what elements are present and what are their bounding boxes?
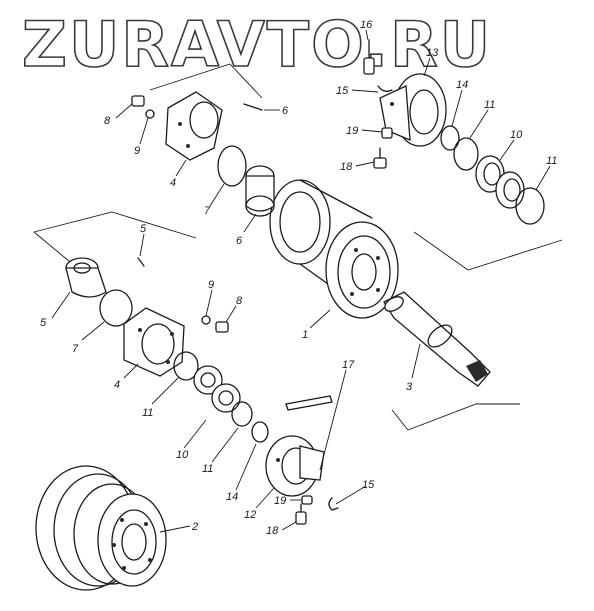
assembly-bracket-top-left [149, 63, 263, 99]
callout-16: 16 [360, 19, 373, 31]
callout-5: 5 [140, 223, 147, 235]
callout-7: 7 [72, 343, 79, 355]
leader-lines [51, 29, 551, 533]
part-8-bolt-top [131, 95, 145, 107]
callout-10: 10 [176, 449, 189, 461]
callout-17: 17 [342, 359, 355, 371]
part-2-roller [35, 465, 167, 591]
callout-4: 4 [170, 177, 176, 189]
callout-8: 8 [104, 115, 111, 127]
part-15-pin-bottom [328, 497, 339, 511]
part-12-collar [265, 435, 325, 497]
part-11-ring-top-a [453, 137, 479, 171]
callout-18: 18 [340, 161, 353, 173]
part-6-sleeve [245, 165, 275, 217]
part-11-ring-low-b [231, 401, 253, 427]
callout-4: 4 [114, 379, 120, 391]
callout-2: 2 [191, 521, 198, 533]
part-18-bolt-top [373, 147, 387, 169]
part-7-ring-left [99, 289, 133, 327]
callout-labels: 16 13 15 14 11 10 11 19 18 8 9 6 4 7 6 5… [40, 19, 557, 537]
callout-6: 6 [236, 235, 243, 247]
part-6-pin-top [243, 103, 263, 111]
assembly-bracket-bottom [391, 403, 520, 431]
callout-14: 14 [456, 79, 468, 91]
callout-1: 1 [302, 329, 308, 341]
part-14-ring-top [440, 125, 460, 151]
callout-5: 5 [40, 317, 47, 329]
part-17-plate [285, 395, 333, 411]
part-10-bearing-low [193, 365, 241, 413]
callout-6: 6 [282, 105, 289, 117]
callout-9: 9 [134, 145, 140, 157]
callout-11: 11 [546, 155, 557, 167]
part-7-ring-top [217, 145, 247, 187]
part-1-roller [269, 179, 399, 319]
part-4-housing-top [165, 91, 223, 161]
part-5-sleeve [65, 257, 107, 298]
callout-9: 9 [208, 279, 214, 291]
callout-10: 10 [510, 129, 523, 141]
assembly-bracket-right [413, 231, 563, 271]
part-5-pin [137, 257, 145, 267]
part-9-washer-left [201, 315, 211, 325]
part-9-washer-top [145, 109, 155, 119]
callout-7: 7 [204, 205, 211, 217]
callout-3: 3 [406, 381, 413, 393]
part-4-housing-left [123, 307, 185, 377]
part-8-bolt-left [215, 321, 229, 333]
callout-12: 12 [244, 509, 256, 521]
part-19-washer-bottom [301, 495, 313, 505]
callout-13: 13 [426, 47, 439, 59]
watermark-logo: ZURAVTO.RU [22, 7, 492, 80]
callout-18: 18 [266, 525, 279, 537]
callout-8: 8 [236, 295, 243, 307]
part-14-ring-low [251, 421, 269, 443]
part-3-shaft [383, 291, 491, 387]
assembly-bracket-mid-left [33, 211, 197, 263]
watermark-text: ZURAVTO.RU [22, 8, 492, 80]
part-15-pin-top [377, 85, 393, 92]
callout-11: 11 [142, 407, 153, 419]
callout-19: 19 [274, 495, 286, 507]
part-16-bolt [363, 39, 375, 75]
part-19-washer-top [381, 127, 393, 139]
part-18-bolt-bottom [295, 503, 307, 525]
part-11-ring-low-a [173, 351, 199, 381]
callout-11: 11 [202, 463, 213, 475]
callout-15: 15 [362, 479, 375, 491]
callout-15: 15 [336, 85, 349, 97]
callout-11: 11 [484, 99, 495, 111]
part-11-ring-top-b [515, 187, 545, 225]
callout-14: 14 [226, 491, 238, 503]
callout-19: 19 [346, 125, 358, 137]
part-13-collar [379, 73, 447, 147]
